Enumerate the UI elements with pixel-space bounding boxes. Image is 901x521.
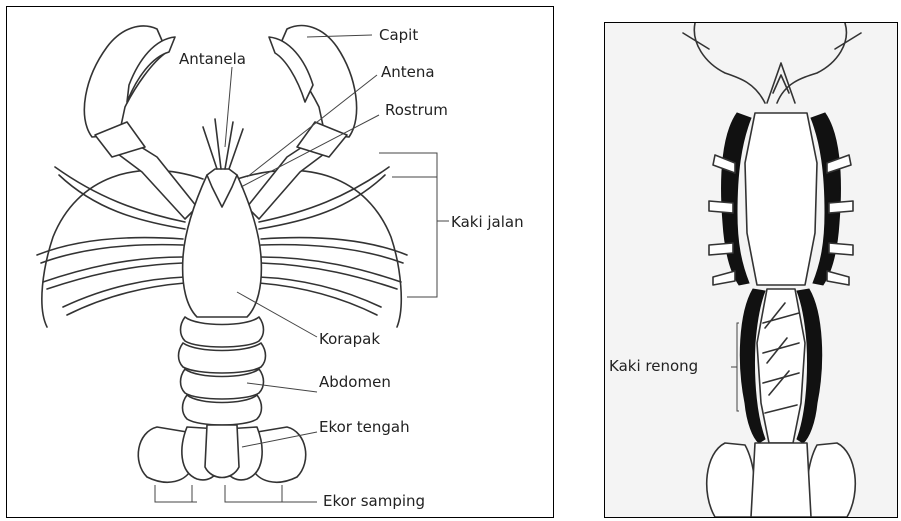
label-capit: Capit: [379, 26, 418, 44]
lobster-ventral-illustration: Kaki renong: [605, 23, 897, 517]
lobster-dorsal-panel: Capit Antanela Antena Rostrum Kaki jalan…: [6, 6, 554, 518]
label-antanela: Antanela: [179, 50, 246, 68]
label-abdomen: Abdomen: [319, 373, 391, 391]
lobster-dorsal-illustration: Capit Antanela Antena Rostrum Kaki jalan…: [7, 7, 553, 517]
label-kaki-renong: Kaki renong: [609, 357, 698, 375]
label-kaki-jalan: Kaki jalan: [451, 213, 524, 231]
lobster-ventral-panel: Kaki renong: [604, 22, 898, 518]
label-ekor-tengah: Ekor tengah: [319, 418, 410, 436]
label-antena: Antena: [381, 63, 435, 81]
label-rostrum: Rostrum: [385, 101, 448, 119]
label-korapak: Korapak: [319, 330, 380, 348]
label-ekor-samping: Ekor samping: [323, 492, 425, 510]
